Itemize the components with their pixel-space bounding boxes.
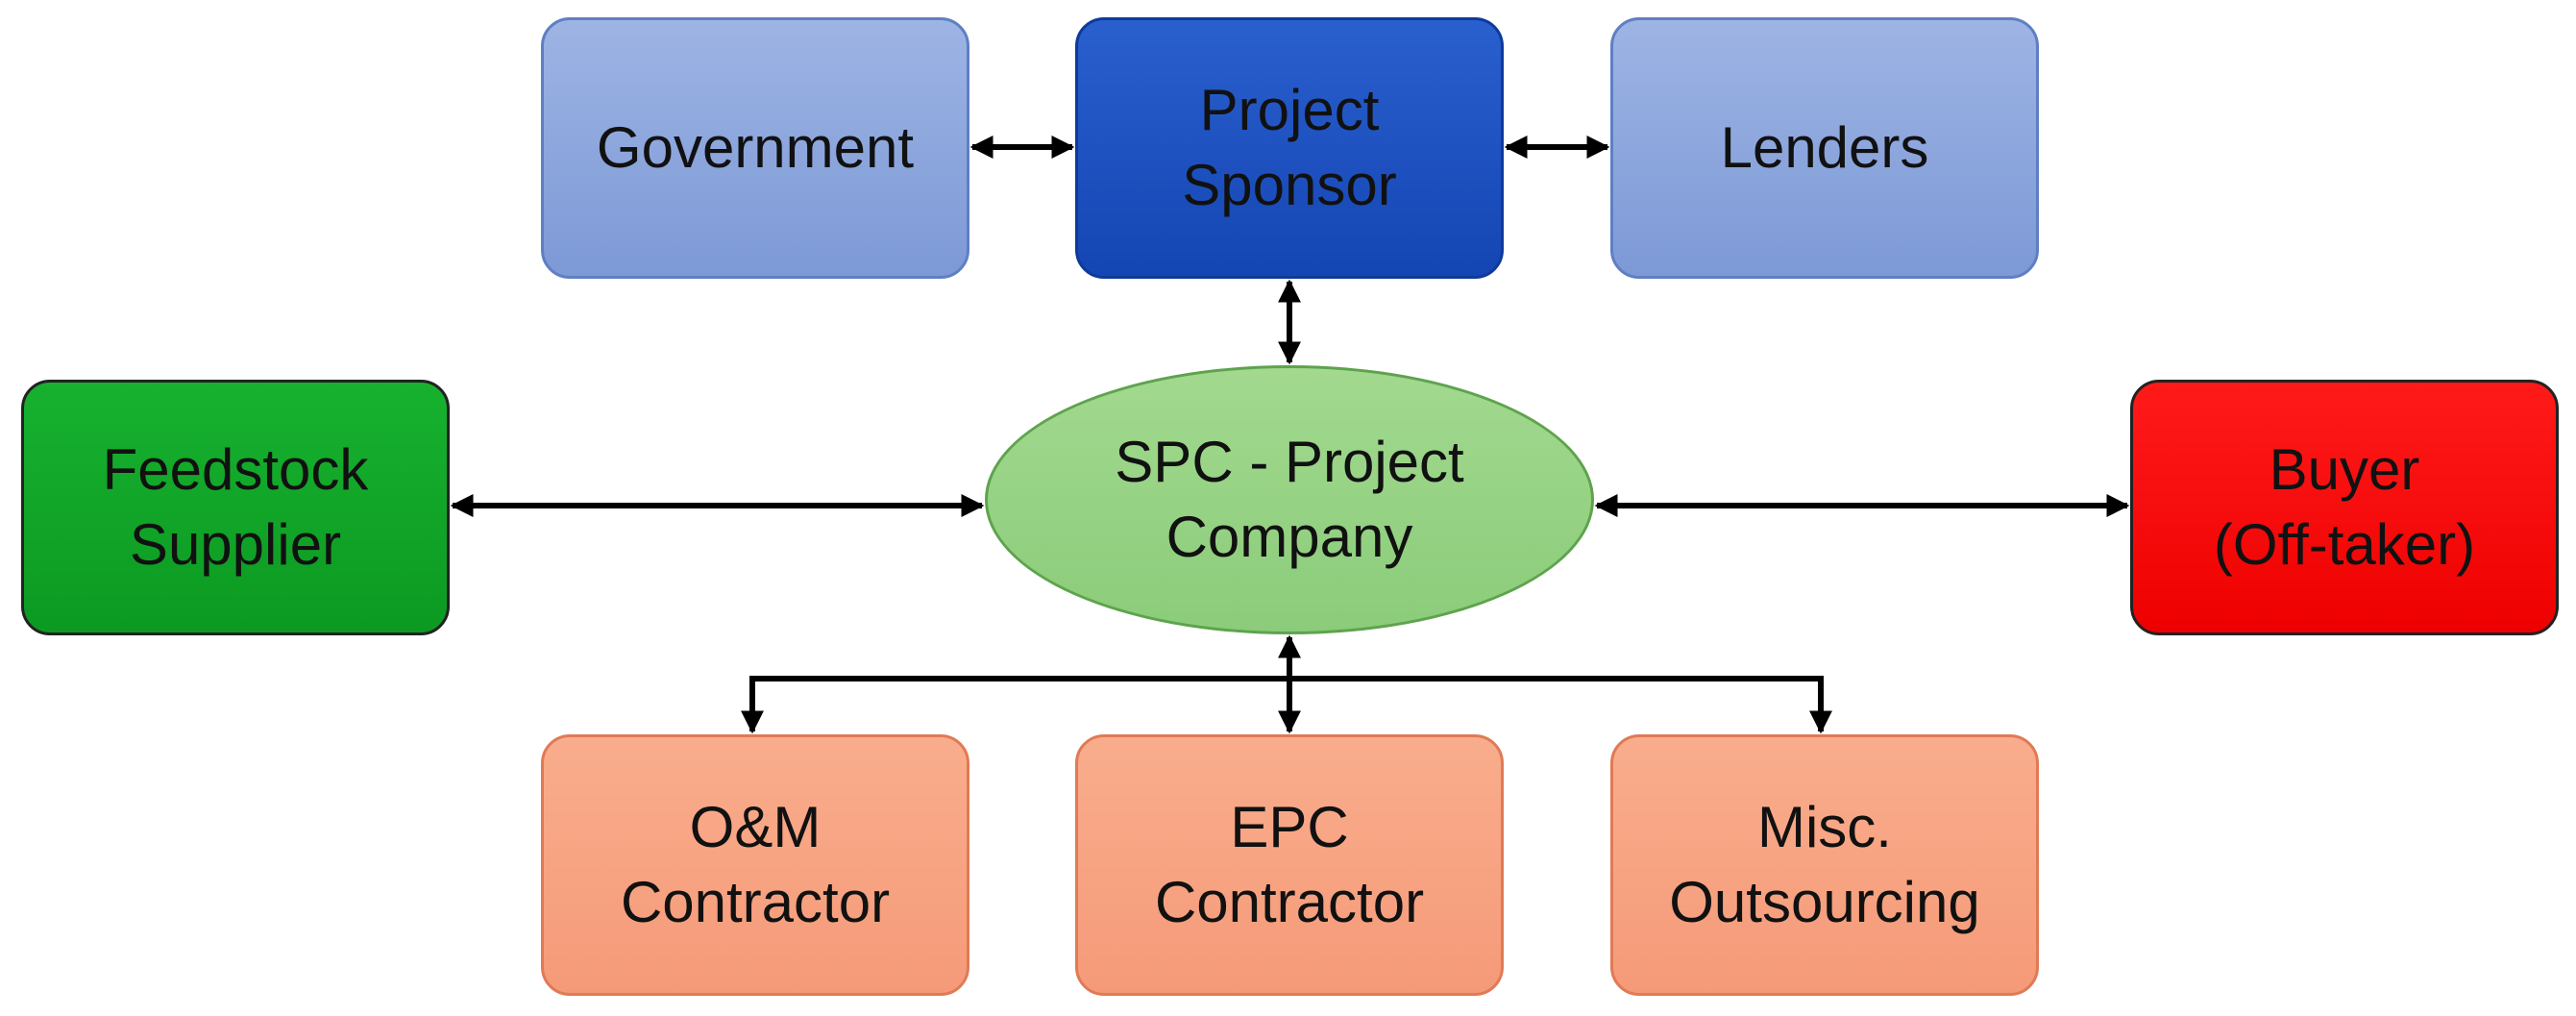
project-sponsor-node: Project Sponsor: [1075, 17, 1504, 279]
lenders-node: Lenders: [1610, 17, 2039, 279]
feedstock-supplier-label-line1: Feedstock: [102, 437, 369, 502]
spc-label-line1: SPC - Project: [1115, 430, 1464, 494]
buyer-node: Buyer (Off-taker): [2130, 380, 2559, 635]
project-sponsor-label-line2: Sponsor: [1182, 153, 1397, 217]
om-contractor-label-line1: O&M: [689, 795, 822, 859]
government-node: Government: [541, 17, 969, 279]
epc-contractor-node: EPC Contractor: [1075, 734, 1504, 996]
lenders-label: Lenders: [1720, 115, 1929, 180]
buyer-label-line2: (Off-taker): [2213, 512, 2476, 577]
om-contractor-label-line2: Contractor: [620, 870, 891, 934]
feedstock-supplier-node: Feedstock Supplier: [21, 380, 450, 635]
government-label: Government: [596, 115, 915, 180]
feedstock-supplier-label-line2: Supplier: [129, 512, 342, 577]
spc-label-line2: Company: [1165, 505, 1413, 569]
project-sponsor-label-line1: Project: [1199, 78, 1380, 142]
misc-outsourcing-label-line2: Outsourcing: [1669, 870, 1980, 934]
misc-outsourcing-label-line1: Misc.: [1757, 795, 1892, 859]
om-contractor-node: O&M Contractor: [541, 734, 969, 996]
misc-outsourcing-node: Misc. Outsourcing: [1610, 734, 2039, 996]
buyer-label-line1: Buyer: [2269, 437, 2420, 502]
epc-contractor-label-line2: Contractor: [1154, 870, 1425, 934]
spc-project-company-node: SPC - Project Company: [985, 365, 1594, 634]
epc-contractor-label-line1: EPC: [1230, 795, 1349, 859]
